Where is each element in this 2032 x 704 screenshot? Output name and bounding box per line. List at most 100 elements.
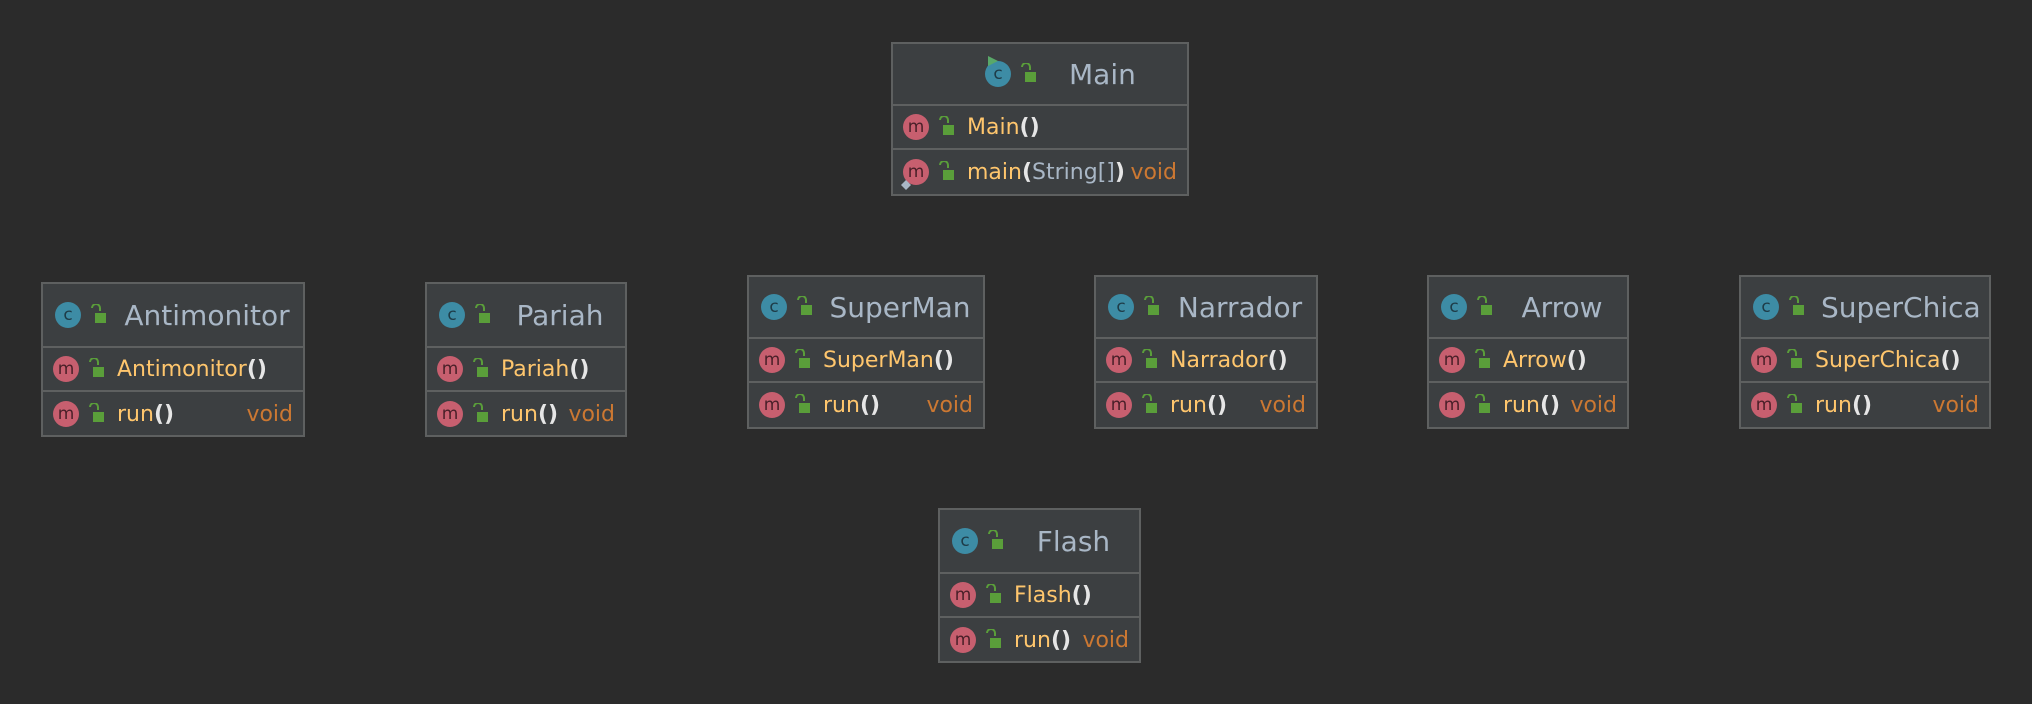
method-row[interactable]: m run() void	[1429, 383, 1627, 427]
public-lock-icon	[791, 394, 813, 416]
class-box-flash[interactable]: c Flash m Flash() m run() void	[938, 508, 1141, 663]
method-icon: m	[903, 114, 929, 140]
public-lock-icon	[1785, 296, 1807, 318]
public-lock-icon	[793, 296, 815, 318]
method-icon: m	[53, 356, 79, 382]
method-name: run()	[117, 401, 175, 427]
class-header: c SuperChica	[1741, 277, 1989, 339]
method-name: run()	[823, 392, 881, 418]
method-row[interactable]: m run() void	[940, 618, 1139, 662]
public-lock-icon	[1140, 296, 1162, 318]
method-row[interactable]: m run() void	[43, 392, 303, 436]
method-icon: m	[437, 356, 463, 382]
method-name: run()	[1503, 392, 1561, 418]
constructor-name: Pariah()	[501, 356, 590, 382]
public-lock-icon	[1783, 349, 1805, 371]
class-icon: c	[55, 302, 81, 328]
class-box-antimonitor[interactable]: c Antimonitor m Antimonitor() m run() vo…	[41, 282, 305, 437]
return-type: void	[1130, 159, 1177, 185]
public-lock-icon	[1471, 349, 1493, 371]
public-lock-icon	[982, 584, 1004, 606]
method-row[interactable]: m main(String[]) void	[893, 150, 1187, 194]
class-name: SuperChica	[1821, 290, 1981, 324]
constructor-row[interactable]: m Flash()	[940, 574, 1139, 618]
class-icon: c	[1108, 294, 1134, 320]
static-icon	[901, 180, 911, 190]
constructor-name: Arrow()	[1503, 347, 1587, 373]
method-name: run()	[501, 401, 559, 427]
constructor-name: Flash()	[1014, 582, 1092, 608]
method-icon: m	[950, 582, 976, 608]
class-icon: c	[952, 528, 978, 554]
class-box-arrow[interactable]: c Arrow m Arrow() m run() void	[1427, 275, 1629, 429]
class-header: c Antimonitor	[43, 284, 303, 348]
public-lock-icon	[982, 629, 1004, 651]
method-icon: m	[759, 347, 785, 373]
public-lock-icon	[469, 403, 491, 425]
method-icon: m	[759, 392, 785, 418]
public-lock-icon	[1017, 63, 1039, 85]
return-type: void	[1570, 392, 1617, 418]
constructor-name: Main()	[967, 114, 1040, 140]
return-type: void	[926, 392, 973, 418]
public-lock-icon	[1783, 394, 1805, 416]
class-name: Antimonitor	[124, 298, 290, 332]
class-header: c Pariah	[427, 284, 625, 348]
class-header: c Arrow	[1429, 277, 1627, 339]
constructor-name: Antimonitor()	[117, 356, 267, 382]
method-row[interactable]: m run() void	[749, 383, 983, 427]
constructor-row[interactable]: m SuperMan()	[749, 339, 983, 383]
constructor-row[interactable]: m Pariah()	[427, 348, 625, 392]
constructor-row[interactable]: m Narrador()	[1096, 339, 1316, 383]
class-name: Main	[1069, 57, 1136, 91]
public-lock-icon	[85, 403, 107, 425]
public-lock-icon	[87, 304, 109, 326]
class-name: Flash	[1036, 524, 1111, 558]
public-lock-icon	[791, 349, 813, 371]
class-box-narrador[interactable]: c Narrador m Narrador() m run() void	[1094, 275, 1318, 429]
method-name: run()	[1014, 627, 1072, 653]
method-name: run()	[1815, 392, 1873, 418]
method-name: main(String[])	[967, 159, 1125, 185]
method-icon: m	[903, 159, 929, 185]
class-header: c SuperMan	[749, 277, 983, 339]
run-arrow-icon	[988, 56, 998, 66]
class-header: c Main	[893, 44, 1187, 106]
class-box-main[interactable]: c Main m Main() m main(String[]) void	[891, 42, 1189, 196]
constructor-row[interactable]: m Antimonitor()	[43, 348, 303, 392]
constructor-name: Narrador()	[1170, 347, 1288, 373]
method-icon: m	[1106, 392, 1132, 418]
method-icon: m	[1439, 392, 1465, 418]
method-icon: m	[437, 401, 463, 427]
method-row[interactable]: m run() void	[1741, 383, 1989, 427]
class-box-pariah[interactable]: c Pariah m Pariah() m run() void	[425, 282, 627, 437]
method-name: run()	[1170, 392, 1228, 418]
constructor-name: SuperChica()	[1815, 347, 1961, 373]
method-row[interactable]: m run() void	[427, 392, 625, 436]
method-row[interactable]: m run() void	[1096, 383, 1316, 427]
return-type: void	[568, 401, 615, 427]
return-type: void	[1082, 627, 1129, 653]
public-lock-icon	[935, 116, 957, 138]
class-box-superchica[interactable]: c SuperChica m SuperChica() m run() void	[1739, 275, 1991, 429]
public-lock-icon	[1138, 394, 1160, 416]
class-box-superman[interactable]: c SuperMan m SuperMan() m run() void	[747, 275, 985, 429]
method-icon: m	[1106, 347, 1132, 373]
public-lock-icon	[984, 530, 1006, 552]
method-icon: m	[1751, 392, 1777, 418]
return-type: void	[1932, 392, 1979, 418]
class-name: Narrador	[1177, 290, 1303, 324]
class-name: Pariah	[516, 298, 604, 332]
constructor-row[interactable]: m Main()	[893, 106, 1187, 150]
class-name: SuperMan	[829, 290, 971, 324]
public-lock-icon	[469, 358, 491, 380]
constructor-row[interactable]: m SuperChica()	[1741, 339, 1989, 383]
constructor-row[interactable]: m Arrow()	[1429, 339, 1627, 383]
public-lock-icon	[85, 358, 107, 380]
method-icon: m	[950, 627, 976, 653]
public-lock-icon	[1471, 394, 1493, 416]
public-lock-icon	[1138, 349, 1160, 371]
method-icon: m	[1439, 347, 1465, 373]
return-type: void	[246, 401, 293, 427]
class-icon: c	[1753, 294, 1779, 320]
